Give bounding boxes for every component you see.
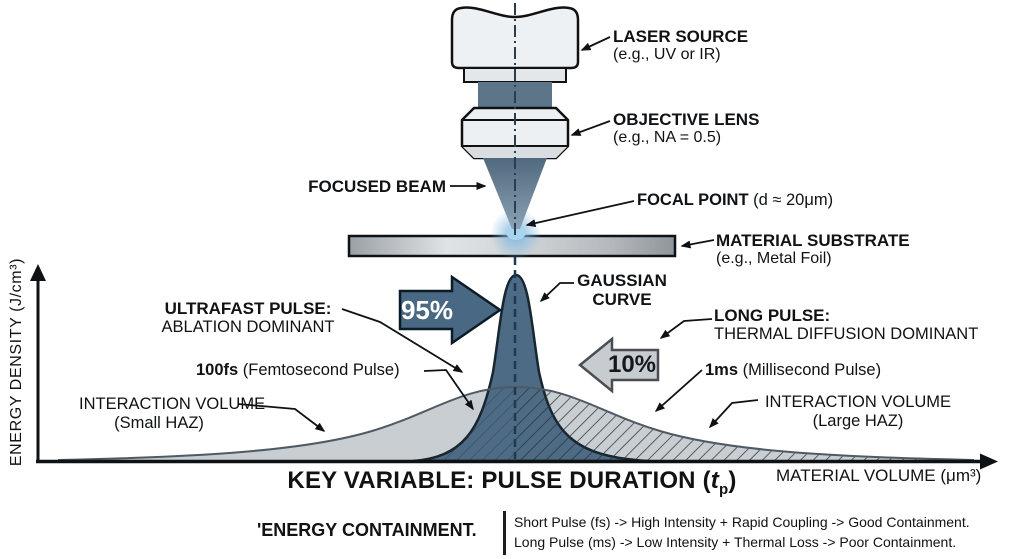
focused-beam-cone	[483, 158, 547, 229]
arrow-10-percent	[578, 336, 660, 394]
y-axis-label: ENERGY DENSITY (J/cm³)	[7, 257, 25, 467]
millisecond-text: (Millisecond Pulse)	[738, 361, 882, 379]
focal-point-label: FOCAL POINT (d ≈ 20μm)	[637, 191, 833, 210]
small-haz-label: INTERACTION VOLUME (Small HAZ)	[79, 395, 266, 432]
millisecond-leader	[654, 369, 703, 412]
long-pulse-title: LONG PULSE:	[714, 306, 831, 325]
focused-beam-label: FOCUSED BEAM	[308, 177, 446, 196]
large-haz-leader	[708, 399, 759, 429]
millisecond-value: 1ms	[705, 361, 739, 379]
y-axis	[30, 264, 46, 463]
focal-point-title: FOCAL POINT	[637, 191, 749, 209]
femtosecond-leader	[423, 369, 474, 411]
long-pulse-rule: Long Pulse (ms) -> Low Intensity + Therm…	[514, 534, 957, 550]
laser-source-title: LASER SOURCE	[613, 27, 749, 46]
femtosecond-value: 100fs	[196, 361, 239, 379]
long-pulse-leader	[659, 318, 713, 339]
gaussian-curve-label: GAUSSIAN CURVE	[577, 271, 667, 310]
objective-lens-shape	[460, 106, 570, 160]
key-variable-prefix: KEY VARIABLE: PULSE DURATION (	[287, 467, 711, 494]
ultrafast-leader	[341, 308, 464, 373]
long-pulse-label: LONG PULSE: THERMAL DIFFUSION DOMINANT	[714, 306, 978, 344]
x-axis	[36, 453, 998, 470]
laser-source-leader	[580, 36, 611, 51]
objective-lens-label: OBJECTIVE LENS (e.g., NA = 0.5)	[613, 110, 759, 148]
large-haz-label: INTERACTION VOLUME (Large HAZ)	[764, 393, 952, 430]
material-substrate-sub: (e.g., Metal Foil)	[716, 250, 832, 268]
material-substrate-title: MATERIAL SUBSTRATE	[716, 231, 910, 250]
material-substrate-leader	[680, 239, 715, 249]
energy-containment-label: 'ENERGY CONTAINMENT.	[257, 520, 477, 540]
key-variable-subscript: p	[718, 480, 729, 498]
share-10-label: 10%	[607, 351, 657, 378]
material-substrate-label: MATERIAL SUBSTRATE (e.g., Metal Foil)	[716, 231, 910, 269]
small-haz-leader	[237, 403, 326, 432]
laser-source-sub: (e.g., UV or IR)	[613, 46, 721, 64]
x-axis-label: MATERIAL VOLUME (μm³)	[776, 466, 982, 485]
footer-divider	[503, 511, 506, 555]
objective-lens-title: OBJECTIVE LENS	[613, 110, 760, 129]
energy-containment-rules: Short Pulse (fs) -> High Intensity + Rap…	[514, 512, 970, 552]
short-pulse-rule: Short Pulse (fs) -> High Intensity + Rap…	[514, 514, 970, 530]
key-variable-title: KEY VARIABLE: PULSE DURATION (tp)	[0, 467, 1024, 498]
focal-point-detail: (d ≈ 20μm)	[748, 191, 834, 209]
key-variable-symbol: t	[710, 467, 719, 494]
femtosecond-text: (Femtosecond Pulse)	[238, 361, 400, 379]
millisecond-pulse-label: 1ms (Millisecond Pulse)	[705, 361, 881, 380]
arrow-95-percent	[398, 274, 503, 346]
laser-source-label: LASER SOURCE (e.g., UV or IR)	[613, 27, 748, 65]
focal-point-leader	[525, 200, 635, 228]
leader-lines	[237, 36, 759, 432]
ultrafast-pulse-sub: ABLATION DOMINANT	[161, 318, 335, 337]
objective-lens-sub: (e.g., NA = 0.5)	[613, 129, 722, 147]
gaussian-curve-leader	[539, 282, 574, 303]
objective-lens-leader	[570, 120, 611, 136]
share-95-label: 95%	[400, 295, 454, 325]
key-variable-suffix: )	[728, 467, 737, 494]
ultrafast-pulse-label: ULTRAFAST PULSE: ABLATION DOMINANT	[150, 299, 346, 337]
ultrafast-pulse-title: ULTRAFAST PULSE:	[164, 299, 332, 318]
long-pulse-sub: THERMAL DIFFUSION DOMINANT	[714, 325, 979, 344]
femtosecond-pulse-label: 100fs (Femtosecond Pulse)	[196, 361, 400, 380]
